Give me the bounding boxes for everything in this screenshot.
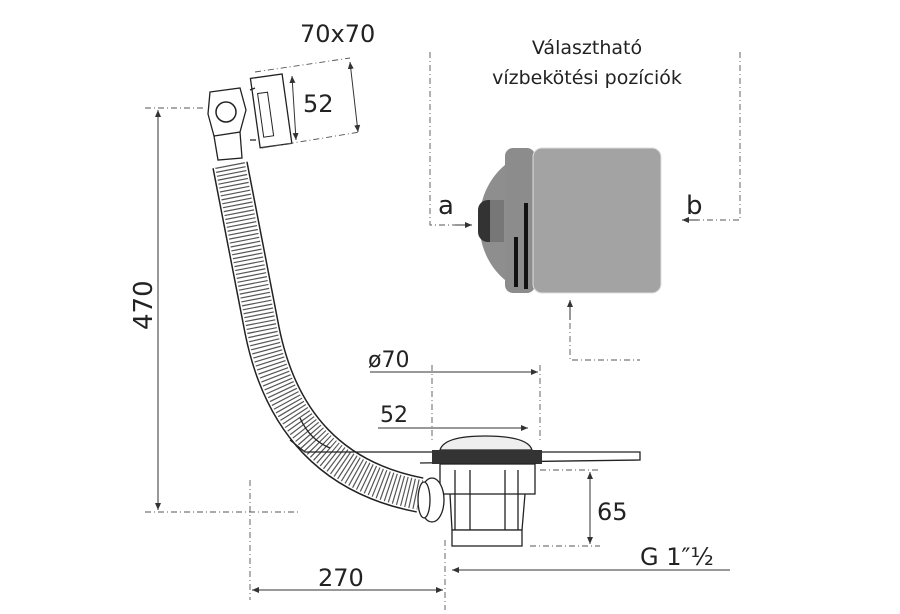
drain-diameter-label: ø70: [368, 348, 409, 373]
dimensions: [145, 52, 741, 610]
plug-diameter-label: 52: [380, 403, 408, 428]
overflow-height-label: 52: [303, 90, 334, 118]
overflow-handle: [153, 28, 250, 93]
drain-assembly: [417, 435, 542, 547]
drain-depth-label: 65: [597, 498, 628, 526]
corrugated-hose: [212, 161, 424, 513]
tub-bottom: [289, 439, 641, 464]
choice-title-line2: vízbekötési pozíciók: [492, 67, 682, 89]
horizontal-length-label: 270: [318, 564, 364, 592]
position-b-label: b: [686, 191, 703, 221]
overflow-body: [207, 73, 293, 161]
overflow-size-label: 70x70: [300, 20, 375, 48]
connection-box: [478, 147, 662, 294]
position-a-label: a: [438, 191, 454, 221]
thread-label: G 1″½: [640, 543, 714, 571]
total-height-label: 470: [129, 280, 159, 330]
choice-title-line1: Választható: [532, 37, 642, 59]
